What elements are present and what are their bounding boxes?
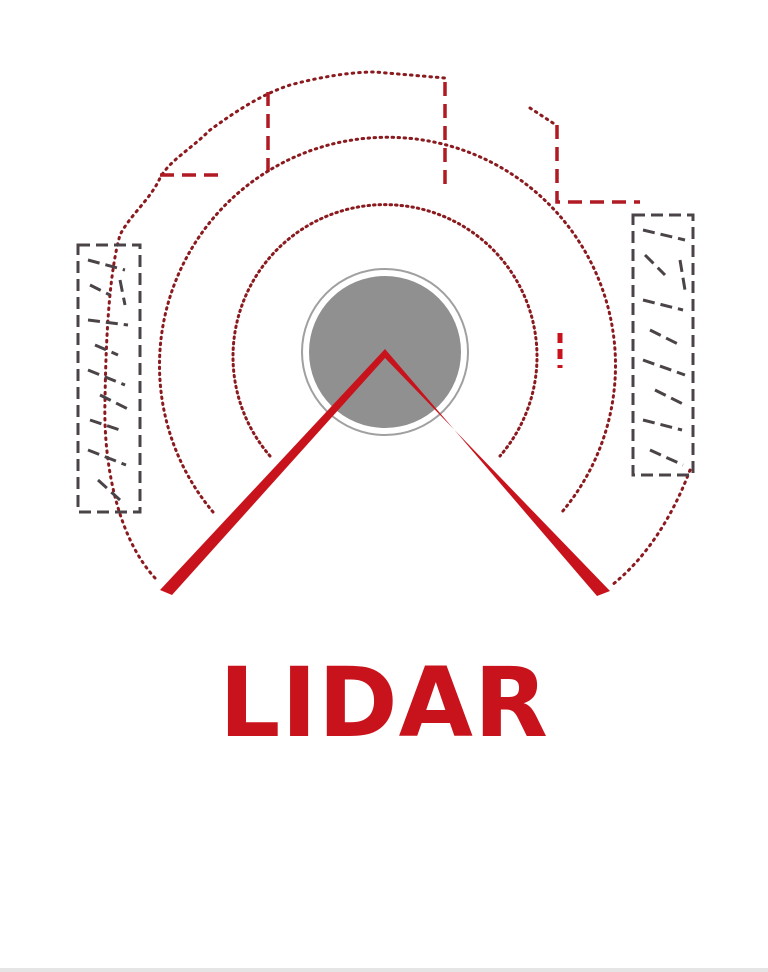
outer-scan-boundary-right — [528, 106, 692, 587]
outer-scan-boundary — [103, 70, 447, 580]
title: LIDAR — [219, 647, 549, 759]
room-walls — [160, 82, 640, 204]
obstacle-left — [76, 243, 142, 514]
laser-beam-icon — [160, 349, 610, 596]
bottom-divider — [0, 968, 768, 972]
scan-ring-inner — [231, 203, 539, 458]
obstacle-right — [631, 213, 695, 477]
scan-ring-outer — [158, 135, 617, 514]
